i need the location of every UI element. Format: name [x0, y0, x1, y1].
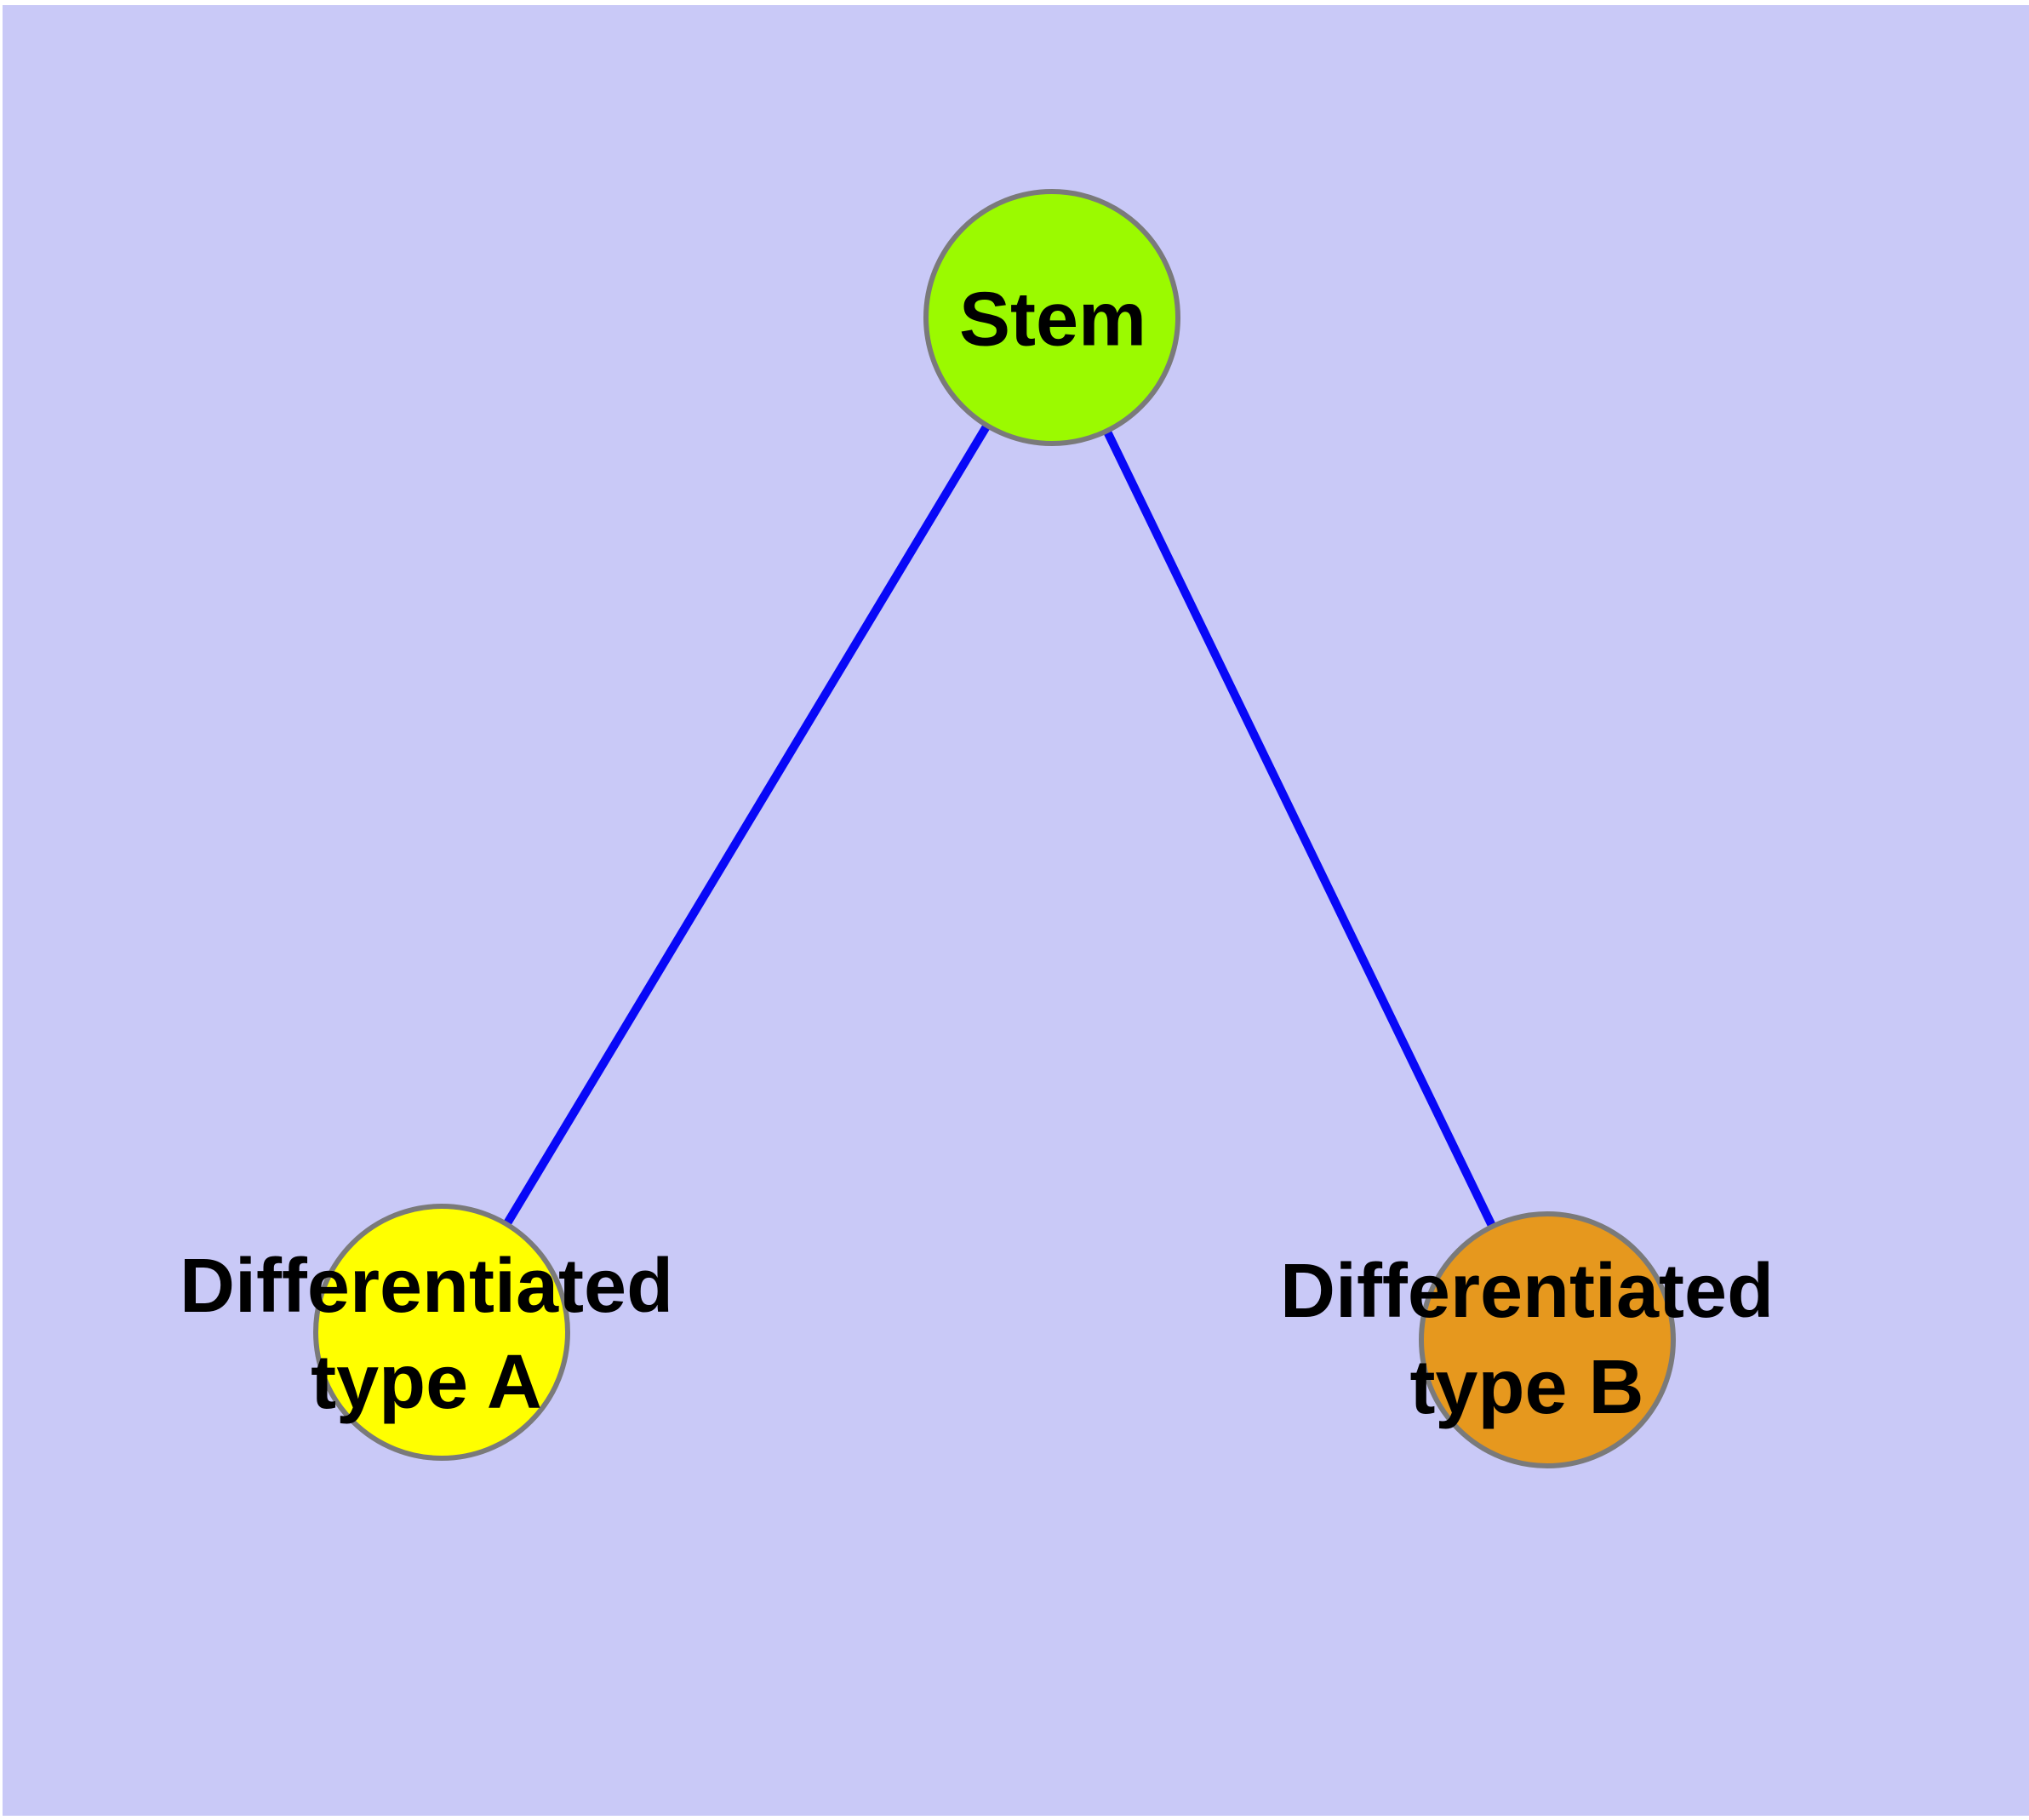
node-differentiated-type-a — [313, 1204, 570, 1461]
edge-layer — [437, 313, 1552, 1344]
node-differentiated-type-b-label: Differentiated type B — [1279, 1249, 1775, 1430]
node-stem — [923, 189, 1180, 446]
node-differentiated-type-a-label: Differentiated type A — [179, 1244, 674, 1425]
node-stem-label: Stem — [958, 277, 1147, 363]
edge-stem-to-type-a — [437, 313, 1056, 1336]
edge-stem-to-type-b — [1048, 313, 1552, 1344]
graph-canvas: Stem Differentiated type A Differentiate… — [3, 5, 2029, 1816]
node-differentiated-type-b — [1419, 1211, 1676, 1468]
